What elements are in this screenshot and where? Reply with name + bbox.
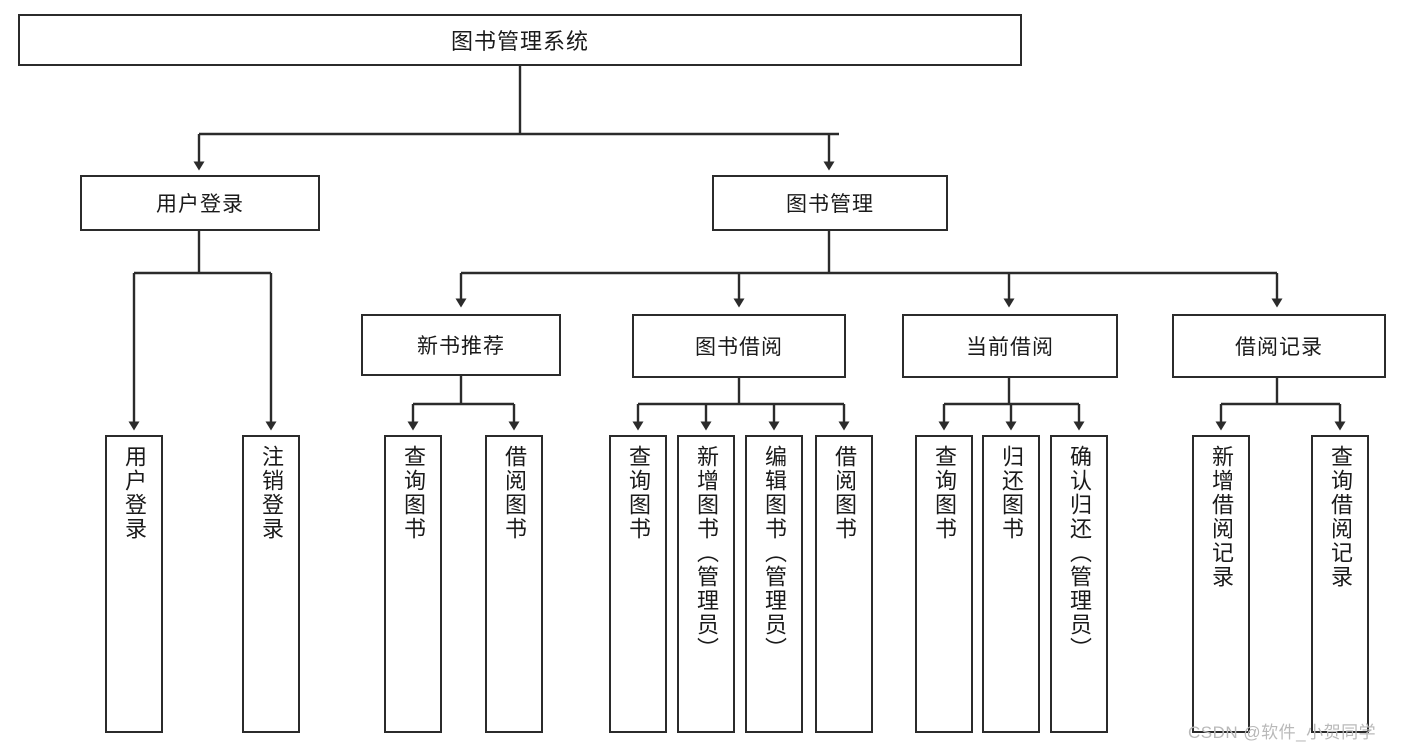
node-leaf-query-book-2-label: 查询图书 bbox=[625, 445, 651, 541]
node-leaf-return-book-label: 归还图书 bbox=[998, 445, 1024, 541]
node-leaf-borrow-book-2-label: 借阅图书 bbox=[831, 445, 857, 541]
node-book-manage-label: 图书管理 bbox=[786, 193, 874, 216]
node-leaf-query-book-1-label: 查询图书 bbox=[400, 445, 426, 541]
node-leaf-return-book[interactable]: 归还图书 bbox=[982, 435, 1040, 733]
node-book-borrow[interactable]: 图书借阅 bbox=[632, 314, 846, 378]
node-leaf-add-record-label: 新增借阅记录 bbox=[1208, 445, 1234, 589]
node-leaf-borrow-book-2[interactable]: 借阅图书 bbox=[815, 435, 873, 733]
node-leaf-logout[interactable]: 注销登录 bbox=[242, 435, 300, 733]
node-leaf-confirm-return-label: 确认归还（管理员） bbox=[1066, 445, 1092, 661]
node-new-book-rec[interactable]: 新书推荐 bbox=[361, 314, 561, 376]
node-book-manage[interactable]: 图书管理 bbox=[712, 175, 948, 231]
node-leaf-add-book[interactable]: 新增图书（管理员） bbox=[677, 435, 735, 733]
node-leaf-query-record-label: 查询借阅记录 bbox=[1327, 445, 1353, 589]
node-leaf-borrow-book-1-label: 借阅图书 bbox=[501, 445, 527, 541]
node-book-borrow-label: 图书借阅 bbox=[695, 336, 783, 359]
node-new-book-rec-label: 新书推荐 bbox=[417, 335, 505, 358]
node-leaf-logout-label: 注销登录 bbox=[258, 445, 284, 541]
node-leaf-query-book-1[interactable]: 查询图书 bbox=[384, 435, 442, 733]
node-current-borrow-label: 当前借阅 bbox=[966, 336, 1054, 359]
node-leaf-user-login-label: 用户登录 bbox=[121, 445, 147, 541]
node-leaf-add-record[interactable]: 新增借阅记录 bbox=[1192, 435, 1250, 733]
node-leaf-add-book-label: 新增图书（管理员） bbox=[693, 445, 719, 661]
node-user-login[interactable]: 用户登录 bbox=[80, 175, 320, 231]
node-borrow-record[interactable]: 借阅记录 bbox=[1172, 314, 1386, 378]
node-leaf-borrow-book-1[interactable]: 借阅图书 bbox=[485, 435, 543, 733]
node-leaf-edit-book-label: 编辑图书（管理员） bbox=[761, 445, 787, 661]
node-leaf-user-login[interactable]: 用户登录 bbox=[105, 435, 163, 733]
node-leaf-query-book-3[interactable]: 查询图书 bbox=[915, 435, 973, 733]
csdn-watermark: CSDN @软件_小贺同学 bbox=[1188, 723, 1377, 742]
node-user-login-label: 用户登录 bbox=[156, 193, 244, 216]
node-current-borrow[interactable]: 当前借阅 bbox=[902, 314, 1118, 378]
node-leaf-confirm-return[interactable]: 确认归还（管理员） bbox=[1050, 435, 1108, 733]
node-leaf-edit-book[interactable]: 编辑图书（管理员） bbox=[745, 435, 803, 733]
node-leaf-query-book-3-label: 查询图书 bbox=[931, 445, 957, 541]
node-leaf-query-record[interactable]: 查询借阅记录 bbox=[1311, 435, 1369, 733]
node-leaf-query-book-2[interactable]: 查询图书 bbox=[609, 435, 667, 733]
node-root-label: 图书管理系统 bbox=[450, 29, 589, 54]
node-borrow-record-label: 借阅记录 bbox=[1235, 336, 1323, 359]
node-root[interactable]: 图书管理系统 bbox=[18, 14, 1022, 66]
